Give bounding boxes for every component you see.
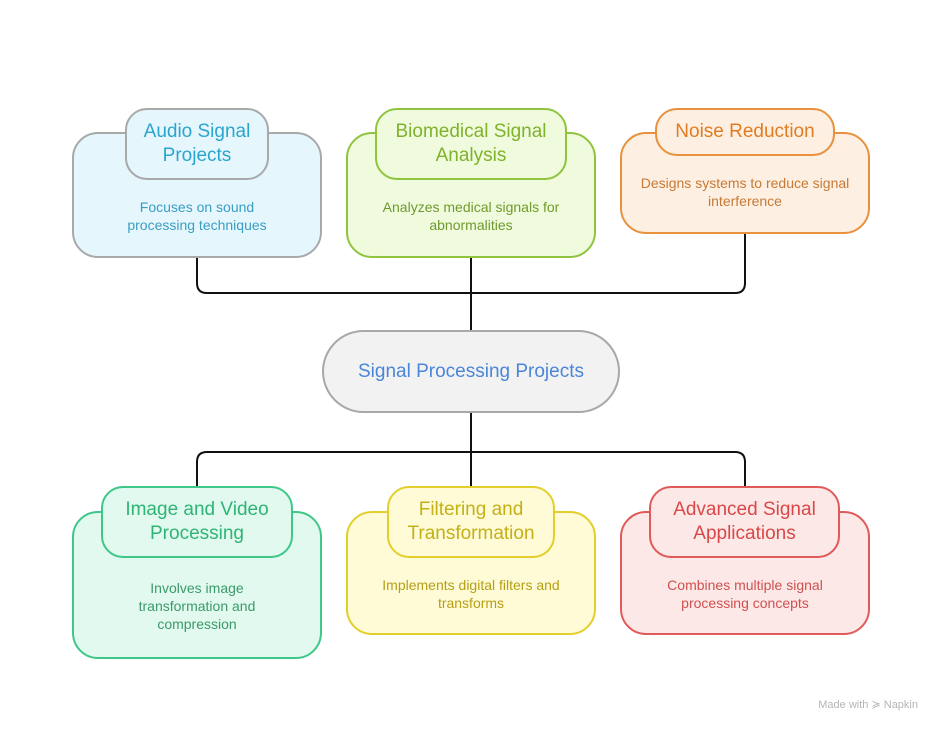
filter-title: Filtering and Transformation <box>387 486 555 558</box>
filter-desc: Implements digital filters and transform… <box>382 577 560 611</box>
central-node: Signal Processing Projects <box>322 330 620 413</box>
audio-desc: Focuses on sound processing techniques <box>127 199 267 233</box>
audio-title: Audio Signal Projects <box>125 108 269 180</box>
made-with-text: Made with <box>818 699 869 711</box>
brand-text: Napkin <box>883 699 918 711</box>
image-title: Image and Video Processing <box>101 486 293 558</box>
advanced-desc: Combines multiple signal processing conc… <box>667 577 823 611</box>
noise-title: Noise Reduction <box>655 108 835 156</box>
advanced-title: Advanced Signal Applications <box>649 486 840 558</box>
noise-desc: Designs systems to reduce signal interfe… <box>640 175 850 209</box>
napkin-watermark: Made with ≽ Napkin <box>818 698 918 711</box>
connector-top <box>196 234 746 330</box>
biomedical-desc: Analyzes medical signals for abnormaliti… <box>382 199 560 233</box>
image-desc: Involves image transformation and compre… <box>138 580 256 632</box>
biomedical-title: Biomedical Signal Analysis <box>375 108 567 180</box>
napkin-logo-icon: ≽ <box>871 699 881 711</box>
